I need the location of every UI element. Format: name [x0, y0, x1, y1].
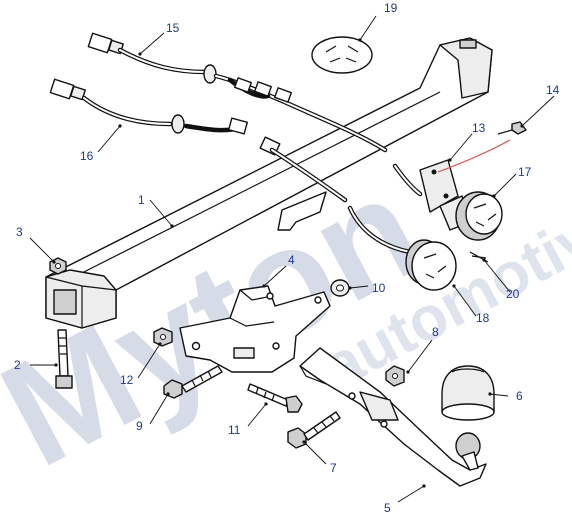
callout-2: 2	[14, 358, 21, 372]
callout-4: 4	[288, 253, 295, 267]
bolt-11-part	[247, 383, 303, 413]
nut-8-part	[385, 365, 405, 387]
callout-1: 1	[138, 193, 145, 207]
screw-14-part	[497, 121, 527, 135]
socket-17-part	[439, 191, 503, 241]
washer-10-part	[330, 279, 350, 297]
bolt-7-part	[287, 411, 341, 449]
callout-labels: 1 2 3 4 5 6 7 8 9 10 11 12 13 14 15 16 1…	[14, 1, 560, 514]
callout-20: 20	[506, 287, 520, 301]
wiring-loom-16-part	[49, 78, 413, 255]
callout-7: 7	[330, 461, 337, 475]
callout-9: 9	[136, 419, 143, 433]
towball-cover-6-part	[441, 365, 495, 421]
callout-15: 15	[166, 21, 180, 35]
callout-11: 11	[228, 423, 241, 437]
bolt-9-part	[163, 365, 223, 399]
callout-19: 19	[384, 1, 398, 15]
callout-13: 13	[472, 121, 486, 135]
socket-18-part	[405, 239, 457, 291]
grommet-19-part	[311, 36, 373, 74]
tow-neck-5-part	[299, 347, 487, 487]
callout-6: 6	[516, 389, 523, 403]
callout-16: 16	[80, 149, 94, 163]
callout-10: 10	[372, 281, 386, 295]
callout-8: 8	[432, 325, 439, 339]
callout-5: 5	[384, 501, 391, 514]
callout-18: 18	[476, 311, 490, 325]
callout-12: 12	[120, 373, 134, 387]
wiring-loom-15-part	[87, 32, 388, 153]
socket-plate-13-part	[392, 139, 511, 213]
crossbar-part	[45, 37, 493, 329]
leader-lines	[29, 15, 555, 503]
mounting-bracket-4-part	[179, 285, 331, 373]
callout-3: 3	[16, 225, 23, 239]
long-bolt-2-part	[55, 329, 73, 389]
nut-12-part	[153, 327, 173, 347]
callout-17: 17	[518, 165, 532, 179]
callout-14: 14	[546, 83, 560, 97]
